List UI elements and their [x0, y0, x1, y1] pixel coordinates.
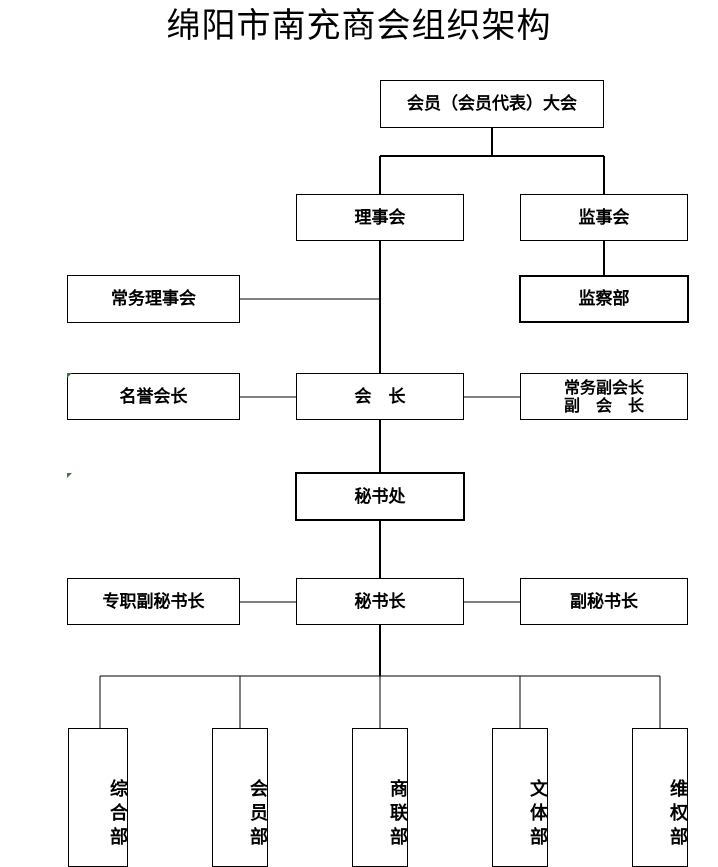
- supervisory-board-box: 监事会: [520, 194, 688, 241]
- standing-council-box: 常务理事会: [67, 275, 240, 323]
- deputy-sg-box: 副秘书长: [520, 578, 688, 625]
- dept-commerce-liaison-box: 商联部: [352, 728, 408, 867]
- secretariat-box: 秘书处: [295, 472, 465, 521]
- cell-marker: [67, 373, 72, 378]
- dept-culture-sports-box: 文体部: [492, 728, 548, 867]
- vice-presidents-box: 常务副会长 副 会 长: [520, 373, 688, 420]
- page-title: 绵阳市南充商会组织架构: [166, 6, 552, 46]
- executive-vice-president-label: 常务副会长: [563, 377, 644, 397]
- vice-president-label: 副 会 长: [563, 395, 644, 415]
- president-box: 会 长: [296, 373, 464, 420]
- secretary-general-box: 秘书长: [296, 578, 464, 625]
- council-box: 理事会: [296, 194, 464, 241]
- dept-general-affairs-box: 综合部: [68, 728, 128, 867]
- supervision-dept-box: 监察部: [519, 275, 689, 323]
- cell-marker: [67, 473, 72, 478]
- dept-membership-box: 会员部: [212, 728, 268, 867]
- honorary-president-box: 名誉会长: [67, 373, 240, 420]
- dept-rights-protection-box: 维权部: [632, 728, 688, 867]
- full-time-deputy-sg-box: 专职副秘书长: [67, 578, 240, 625]
- general-assembly-box: 会员（会员代表）大会: [380, 80, 604, 128]
